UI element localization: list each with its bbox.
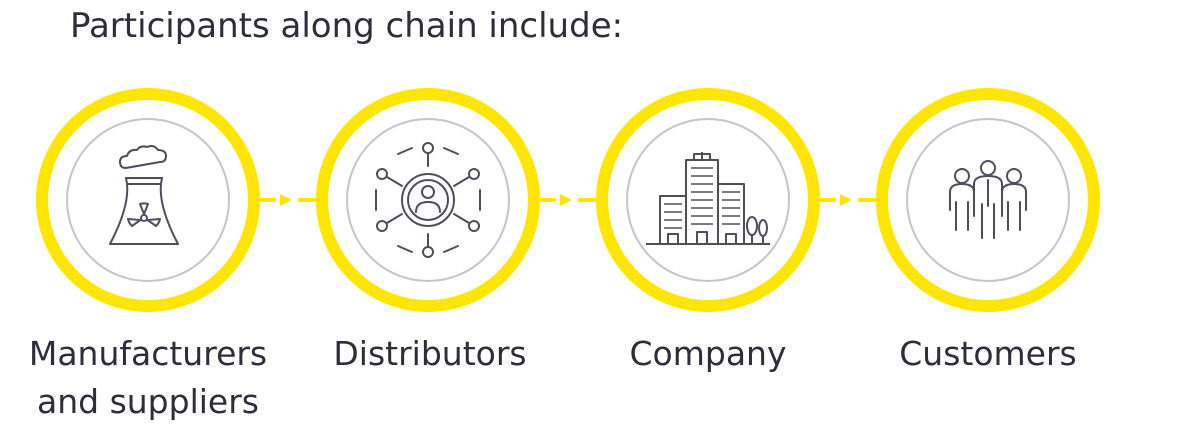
- node-manufacturers: [36, 88, 260, 312]
- node-company: [596, 88, 820, 312]
- inner-ring: [626, 118, 790, 282]
- label-line: Distributors: [333, 334, 527, 373]
- network-person-icon: [375, 142, 481, 258]
- inner-ring: [906, 118, 1070, 282]
- node-label-customers: Customers: [876, 330, 1100, 378]
- office-buildings-icon: [646, 152, 770, 245]
- label-line: Customers: [899, 334, 1077, 373]
- node-label-manufacturers: Manufacturers and suppliers: [6, 330, 290, 426]
- diagram-title: Participants along chain include:: [70, 6, 624, 46]
- arrow-connector-2: [536, 194, 600, 206]
- node-label-company: Company: [596, 330, 820, 378]
- inner-ring: [66, 118, 230, 282]
- inner-ring: [346, 118, 510, 282]
- label-line: Manufacturers: [28, 334, 268, 373]
- arrow-connector-1: [256, 194, 320, 206]
- arrow-connector-3: [816, 194, 880, 206]
- label-line: Company: [629, 334, 787, 373]
- node-customers: [876, 88, 1100, 312]
- node-distributors: [316, 88, 540, 312]
- node-label-distributors: Distributors: [318, 330, 542, 378]
- people-group-icon: [949, 160, 1027, 239]
- nuclear-plant-icon: [109, 145, 179, 245]
- label-line: and suppliers: [37, 382, 259, 421]
